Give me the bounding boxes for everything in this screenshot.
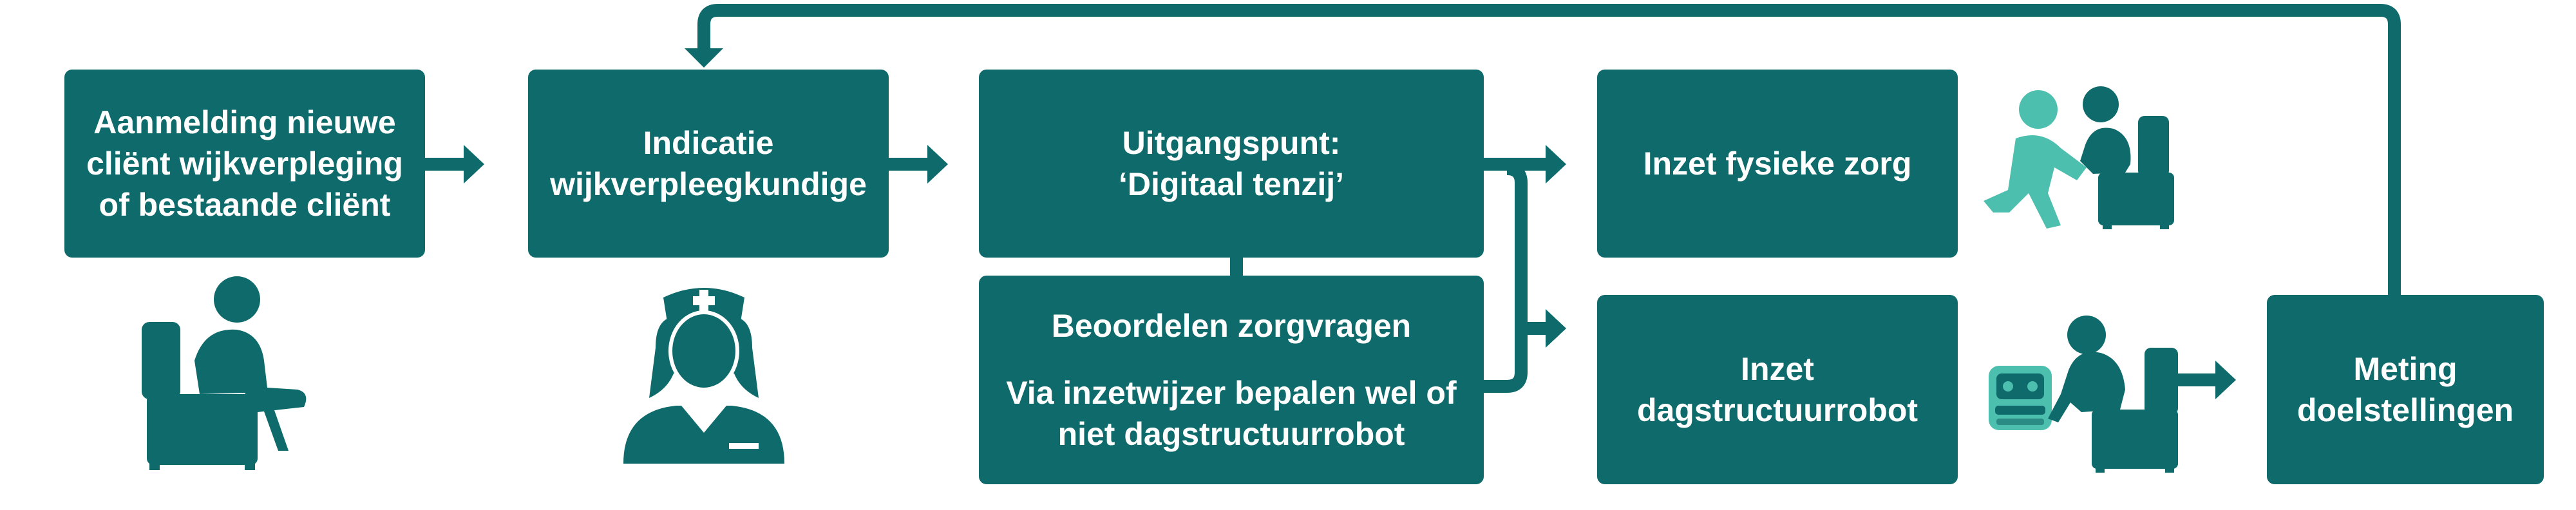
box-uitgangspunt-label: Uitgangspunt: ‘Digitaal tenzij’	[1118, 125, 1345, 202]
arrowhead-4	[1546, 309, 1566, 348]
arrowhead-5	[2215, 361, 2236, 399]
box-beoordelen: Beoordelen zorgvragen Via inzetwijzer be…	[979, 276, 1484, 484]
box-dagstructuurrobot-label: Inzet dagstructuurrobot	[1636, 351, 1918, 428]
feedback-loop-line	[697, 4, 2401, 295]
nurse-icon	[623, 288, 784, 464]
box-aanmelding-label: Aanmelding nieuwe cliënt wijkverpleging …	[86, 104, 403, 223]
box-indicatie-label: Indicatie wijkverpleegkundige	[550, 125, 867, 202]
client-in-chair-icon	[142, 276, 307, 470]
arrowhead-feedback	[685, 48, 723, 68]
box-fysieke-zorg-label: Inzet fysieke zorg	[1643, 146, 1912, 182]
robot-with-client-icon	[1989, 316, 2178, 473]
box-uitgangspunt: Uitgangspunt: ‘Digitaal tenzij’	[979, 70, 1484, 258]
box-indicatie: Indicatie wijkverpleegkundige	[528, 70, 889, 258]
box-dagstructuurrobot: Inzet dagstructuurrobot	[1597, 295, 1958, 484]
box-meting-label: Meting doelstellingen	[2297, 351, 2514, 428]
arrowhead-1	[464, 145, 484, 184]
arrowhead-3	[1546, 145, 1566, 184]
branch-connector	[1484, 162, 1528, 393]
box-aanmelding: Aanmelding nieuwe cliënt wijkverpleging …	[64, 70, 425, 258]
box-fysieke-zorg: Inzet fysieke zorg	[1597, 70, 1958, 258]
box-beoordelen-title: Beoordelen zorgvragen	[1051, 308, 1412, 344]
box-beoordelen-body: Via inzetwijzer bepalen wel of niet dags…	[1006, 375, 1457, 452]
caregiver-helping-client-icon	[1984, 86, 2174, 229]
box-meting: Meting doelstellingen	[2267, 295, 2544, 484]
arrowhead-2	[927, 145, 948, 184]
